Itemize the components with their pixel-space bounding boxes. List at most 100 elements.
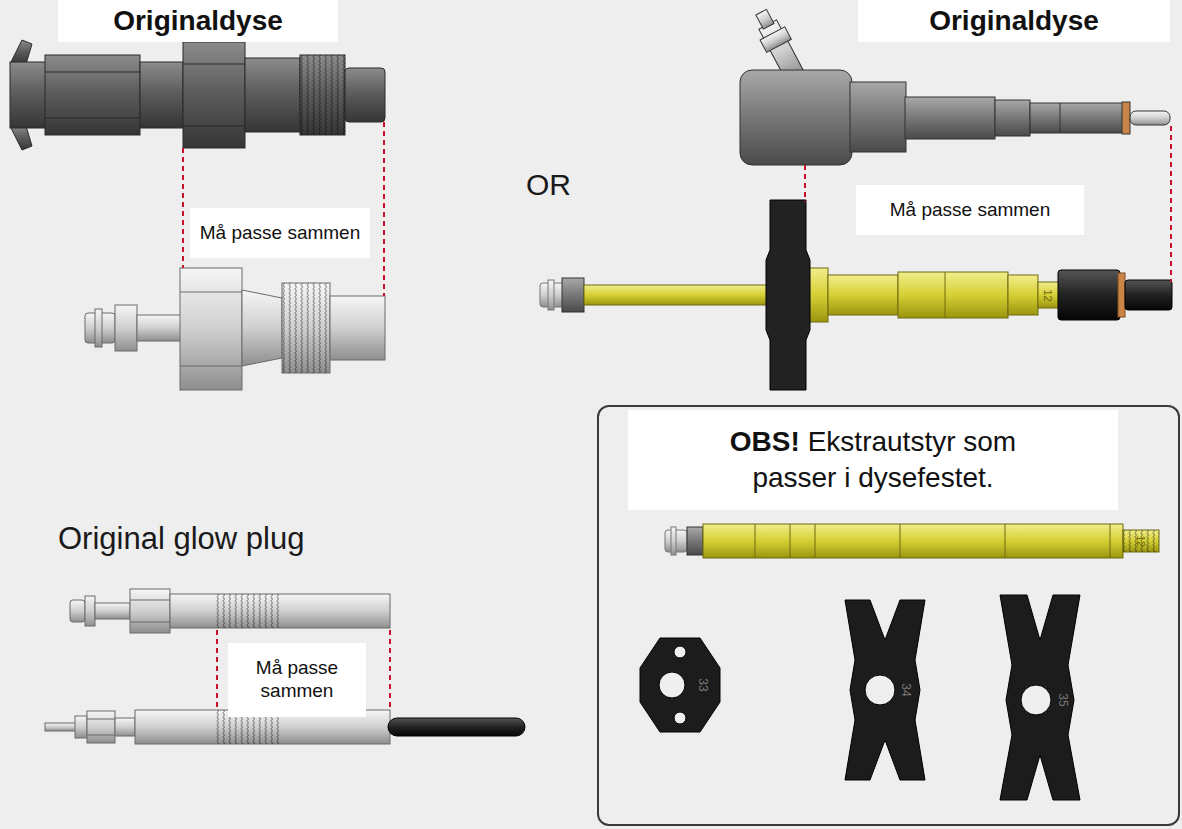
fit-guide-line [805, 126, 1171, 282]
original-glow-plug [70, 589, 390, 633]
glow-plug-adapter [87, 719, 115, 720]
note-heading: OBS! [730, 426, 800, 457]
extra-equipment-frame: OBS!Ekstrautstyr som passer i dysefestet… [597, 405, 1180, 826]
injector-adapter [898, 272, 1008, 318]
original-nozzle [245, 58, 300, 132]
nozzle-adapter [180, 292, 242, 293]
original-glow-plug [130, 589, 170, 633]
spacer-plate [845, 600, 925, 780]
original-injector [1030, 103, 1124, 133]
header-band: OBS!Ekstrautstyr som passer i dysefestet… [628, 410, 1118, 510]
title-box: Originaldyse [58, 0, 338, 42]
extra-adapter [790, 524, 791, 558]
nozzle-adapter [85, 268, 385, 390]
original-nozzle [183, 126, 245, 127]
spacer-plate [845, 600, 925, 780]
alternative-marker: OR [526, 170, 571, 200]
fit-note-box: Må passe sammen [856, 185, 1084, 235]
original-nozzle [345, 68, 385, 122]
original-injector [1060, 103, 1061, 133]
glow-plug-adapter [45, 723, 77, 731]
extra-adapter [671, 527, 676, 555]
fit-note-box: Må passe sammen [190, 208, 370, 258]
nozzle-adapter [330, 296, 385, 360]
fit-guide-line [383, 122, 385, 296]
fit-guide-line [183, 122, 384, 296]
glow-plug-adapter [115, 718, 135, 736]
injector-adapter [945, 272, 946, 318]
fit-guide-line [1170, 126, 1172, 282]
original-glow-plug [85, 596, 95, 626]
glow-plug-adapter [75, 716, 87, 738]
extra-adapter [1110, 524, 1111, 558]
original-glow-plug [130, 622, 170, 623]
original-nozzle [45, 72, 140, 73]
original-injector [995, 100, 1030, 136]
original-glow-plug [130, 600, 170, 601]
spacer-plate [640, 638, 720, 732]
original-glow-plug [70, 600, 85, 622]
extra-adapter [1123, 530, 1159, 552]
fit-guide-line [216, 630, 218, 708]
fit-guide-line [804, 165, 806, 202]
original-nozzle [300, 55, 345, 135]
original-glow-plug [170, 594, 390, 628]
part-number: 35 [1057, 693, 1069, 706]
injector-adapter [562, 278, 584, 312]
extra-adapter [815, 524, 816, 558]
nozzle-adapter [282, 283, 330, 373]
glow-plug-adapter [388, 718, 525, 736]
original-injector [756, 9, 774, 29]
original-nozzle [10, 126, 32, 150]
original-injector [1130, 111, 1170, 125]
part-number: 33 [697, 678, 709, 691]
title-box: Originaldyse [858, 0, 1170, 42]
injector-adapter [766, 200, 810, 390]
original-injector [740, 70, 852, 165]
original-nozzle [45, 118, 140, 119]
part-number: 34 [900, 683, 912, 696]
glow-plug-adapter [87, 711, 115, 743]
original-glow-plug [95, 603, 130, 619]
injector-adapter [1008, 275, 1038, 315]
injector-adapter [584, 285, 774, 305]
box-text: Originaldyse [929, 4, 1099, 38]
original-glow-plug [215, 594, 280, 628]
spacer-plate [640, 638, 720, 732]
injector-adapter [1038, 282, 1060, 308]
original-injector [905, 97, 995, 139]
spacer-plate [1021, 685, 1051, 715]
fit-note-box: Må passe sammen [228, 643, 366, 717]
nozzle-adapter [137, 315, 182, 341]
extra-adapter [900, 524, 901, 558]
box-text: Originaldyse [113, 4, 283, 38]
nozzle-adapter [242, 290, 282, 366]
spacer-plate [674, 646, 686, 658]
nozzle-adapter [180, 268, 242, 390]
nozzle-adapter [180, 366, 242, 367]
original-nozzle [10, 62, 46, 128]
original-nozzle [300, 55, 345, 135]
spacer-plate [1000, 595, 1080, 800]
fit-guide-line [182, 148, 184, 268]
original-nozzle [140, 62, 183, 128]
injector-adapter [1118, 273, 1125, 317]
extra-adapter [755, 524, 756, 558]
injector-adapter [828, 275, 898, 315]
extra-adapter [1005, 524, 1006, 558]
injector-adapter [1058, 270, 1120, 320]
extra-adapter [703, 524, 1123, 558]
original-nozzle [183, 64, 245, 65]
spacer-plate [1000, 595, 1080, 800]
original-nozzle [45, 55, 140, 135]
extra-adapter [687, 527, 703, 555]
nozzle-adapter [115, 305, 137, 351]
extra-adapter [665, 524, 1159, 558]
original-nozzle [10, 40, 385, 150]
box-text: Må passe sammen [242, 657, 352, 703]
part-number: 12 [1042, 289, 1053, 301]
glow-plug-adapter [87, 735, 115, 736]
nozzle-adapter [282, 283, 330, 373]
part-heading: Original glow plug [58, 523, 304, 554]
